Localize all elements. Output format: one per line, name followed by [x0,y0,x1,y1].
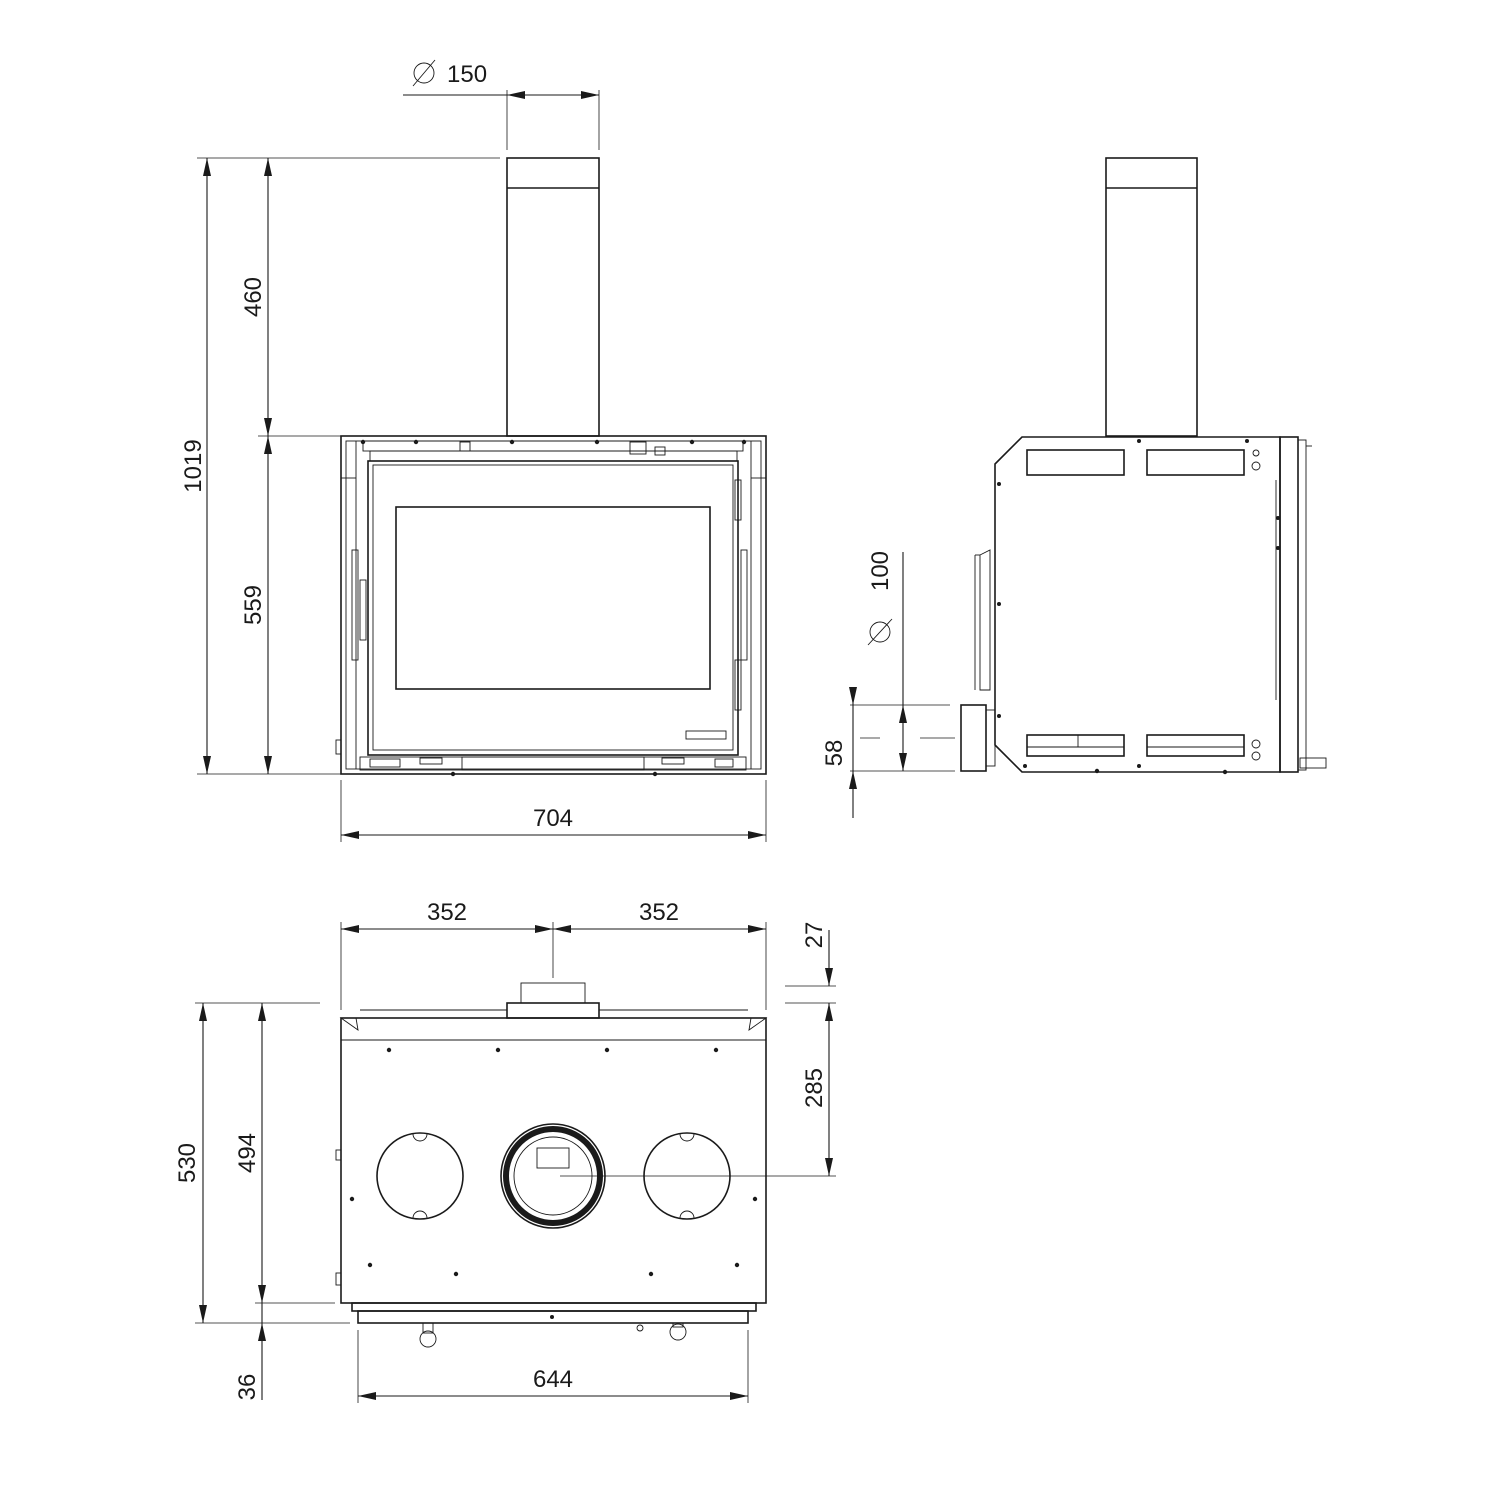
front-vertical-dimensions: 1019 460 559 [180,157,500,775]
left-knockout [376,1132,464,1220]
body-height-label: 559 [240,585,267,625]
top-body [335,982,768,1348]
side-view [960,157,1327,775]
flue-height-label: 460 [240,277,267,317]
top-left-dimensions: 530 494 36 [174,1002,350,1401]
front-flue-pipe [506,157,600,437]
base-depth-label: 36 [234,1374,261,1401]
flue-diameter-label: 150 [447,61,487,88]
base-width-dimension: 644 [357,1330,749,1403]
top-half-width-dimensions: 352 352 [340,899,767,1010]
top-view [335,982,768,1348]
total-depth-label: 530 [174,1143,201,1183]
side-flue-pipe [1105,157,1198,437]
flue-center-depth-label: 285 [801,1068,828,1108]
side-body [960,436,1327,775]
top-right-dimensions: 27 285 [560,922,836,1177]
diameter-symbol-icon [412,59,436,87]
body-depth-label: 494 [234,1133,261,1173]
base-width-label: 644 [533,1366,573,1393]
diameter-symbol-icon [867,618,893,646]
flue-offset-label: 27 [801,922,828,949]
front-width-dimension: 704 [340,780,767,842]
flue-diameter-dimension: 150 [403,59,600,150]
total-height-label: 1019 [180,439,207,492]
air-inlet-height-label: 58 [821,740,848,767]
front-view [335,157,767,777]
air-inlet-diameter-label: 100 [867,551,894,591]
air-inlet-dimensions: 100 58 [821,551,955,818]
half-width-right-label: 352 [639,899,679,926]
half-width-left-label: 352 [427,899,467,926]
front-width-label: 704 [533,805,573,832]
front-body [335,435,767,777]
